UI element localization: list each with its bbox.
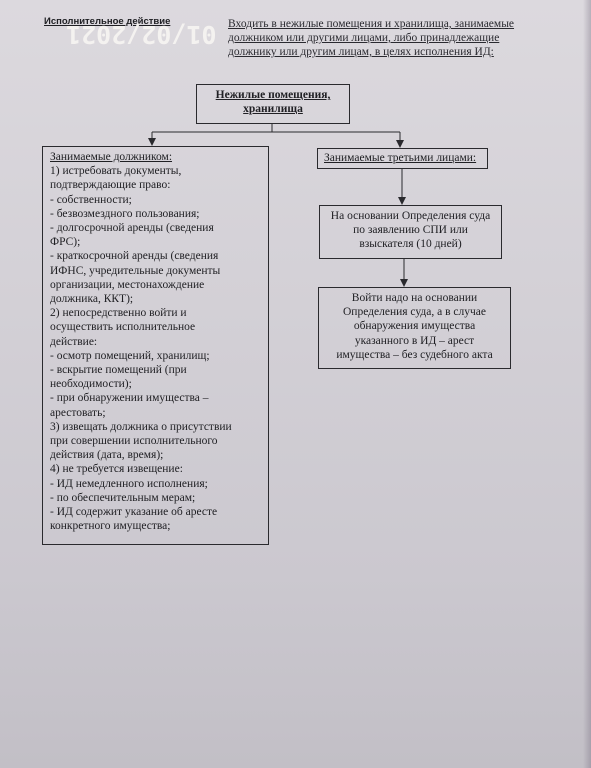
left-line: действия (дата, время); [50, 449, 164, 462]
left-line: - долгосрочной аренды (сведения [50, 222, 214, 235]
header-text: Входить в нежилые помещения и хранилища,… [228, 18, 515, 58]
court-ruling-line: взыскателя (10 дней) [359, 238, 462, 251]
court-ruling-line: На основании Определения суда [330, 210, 491, 222]
date-stamp: 01/02/2021 [66, 20, 217, 49]
box-occupied-by-third-parties: Занимаемые третьими лицами: [317, 148, 488, 169]
left-line: ФРС); [50, 236, 81, 249]
entry-arrest-line: указанного в ИД – арест [354, 334, 475, 347]
left-line: 4) не требуется извещение: [50, 463, 183, 476]
left-line: ИФНС, учредительные документы [50, 264, 221, 277]
left-line: при совершении исполнительного [50, 435, 218, 448]
root-box-non-residential-premises: Нежилые помещения, хранилища [196, 84, 350, 124]
box-occupied-by-debtor-title: Занимаемые должником: [50, 151, 173, 163]
entry-arrest-line: Определения суда, а в случае [343, 306, 486, 319]
box-entry-and-arrest: Войти надо на основании Определения суда… [318, 287, 511, 369]
left-line: - при обнаружении имущества – [50, 392, 209, 405]
page-edge-shadow [583, 0, 591, 768]
court-ruling-line: по заявлению СПИ или [353, 224, 468, 237]
entry-arrest-line: обнаружения имущества [353, 320, 476, 333]
left-line: - ИД немедленного исполнения; [50, 477, 208, 490]
left-line: арестовать; [50, 406, 106, 419]
root-box-line-2: хранилища [243, 103, 303, 115]
left-line: конкретного имущества; [50, 520, 171, 533]
left-line: - безвозмездного пользования; [50, 207, 200, 220]
left-line: осуществить исполнительное [50, 321, 196, 334]
left-line: должника, ККТ); [50, 293, 134, 306]
left-line: подтверждающие право: [50, 179, 171, 192]
left-line: - по обеспечительным мерам; [50, 491, 196, 504]
left-line: 2) непосредственно войти и [50, 307, 187, 320]
left-line: - ИД содержит указание об аресте [50, 506, 218, 519]
root-box-line-1: Нежилые помещения, [215, 89, 331, 101]
partial-heading: Исполнительное действие [44, 16, 171, 27]
left-line: - вскрытие помещений (при [50, 364, 187, 377]
left-line: 1) истребовать документы, [50, 165, 182, 178]
left-line: 3) извещать должника о присутствии [50, 420, 232, 433]
box-court-ruling: На основании Определения суда по заявлен… [319, 205, 502, 259]
box-occupied-by-debtor: Занимаемые должником: 1) истребовать док… [42, 146, 269, 545]
entry-arrest-line: имущества – без судебного акта [336, 348, 493, 361]
left-line: организации, местонахождение [50, 278, 205, 291]
left-line: - осмотр помещений, хранилищ; [50, 349, 210, 362]
left-line: - собственности; [50, 193, 132, 206]
left-line: необходимости); [50, 378, 132, 391]
left-line: - краткосрочной аренды (сведения [50, 250, 219, 263]
left-line: действие: [50, 335, 98, 348]
entry-arrest-line: Войти надо на основании [351, 292, 478, 304]
